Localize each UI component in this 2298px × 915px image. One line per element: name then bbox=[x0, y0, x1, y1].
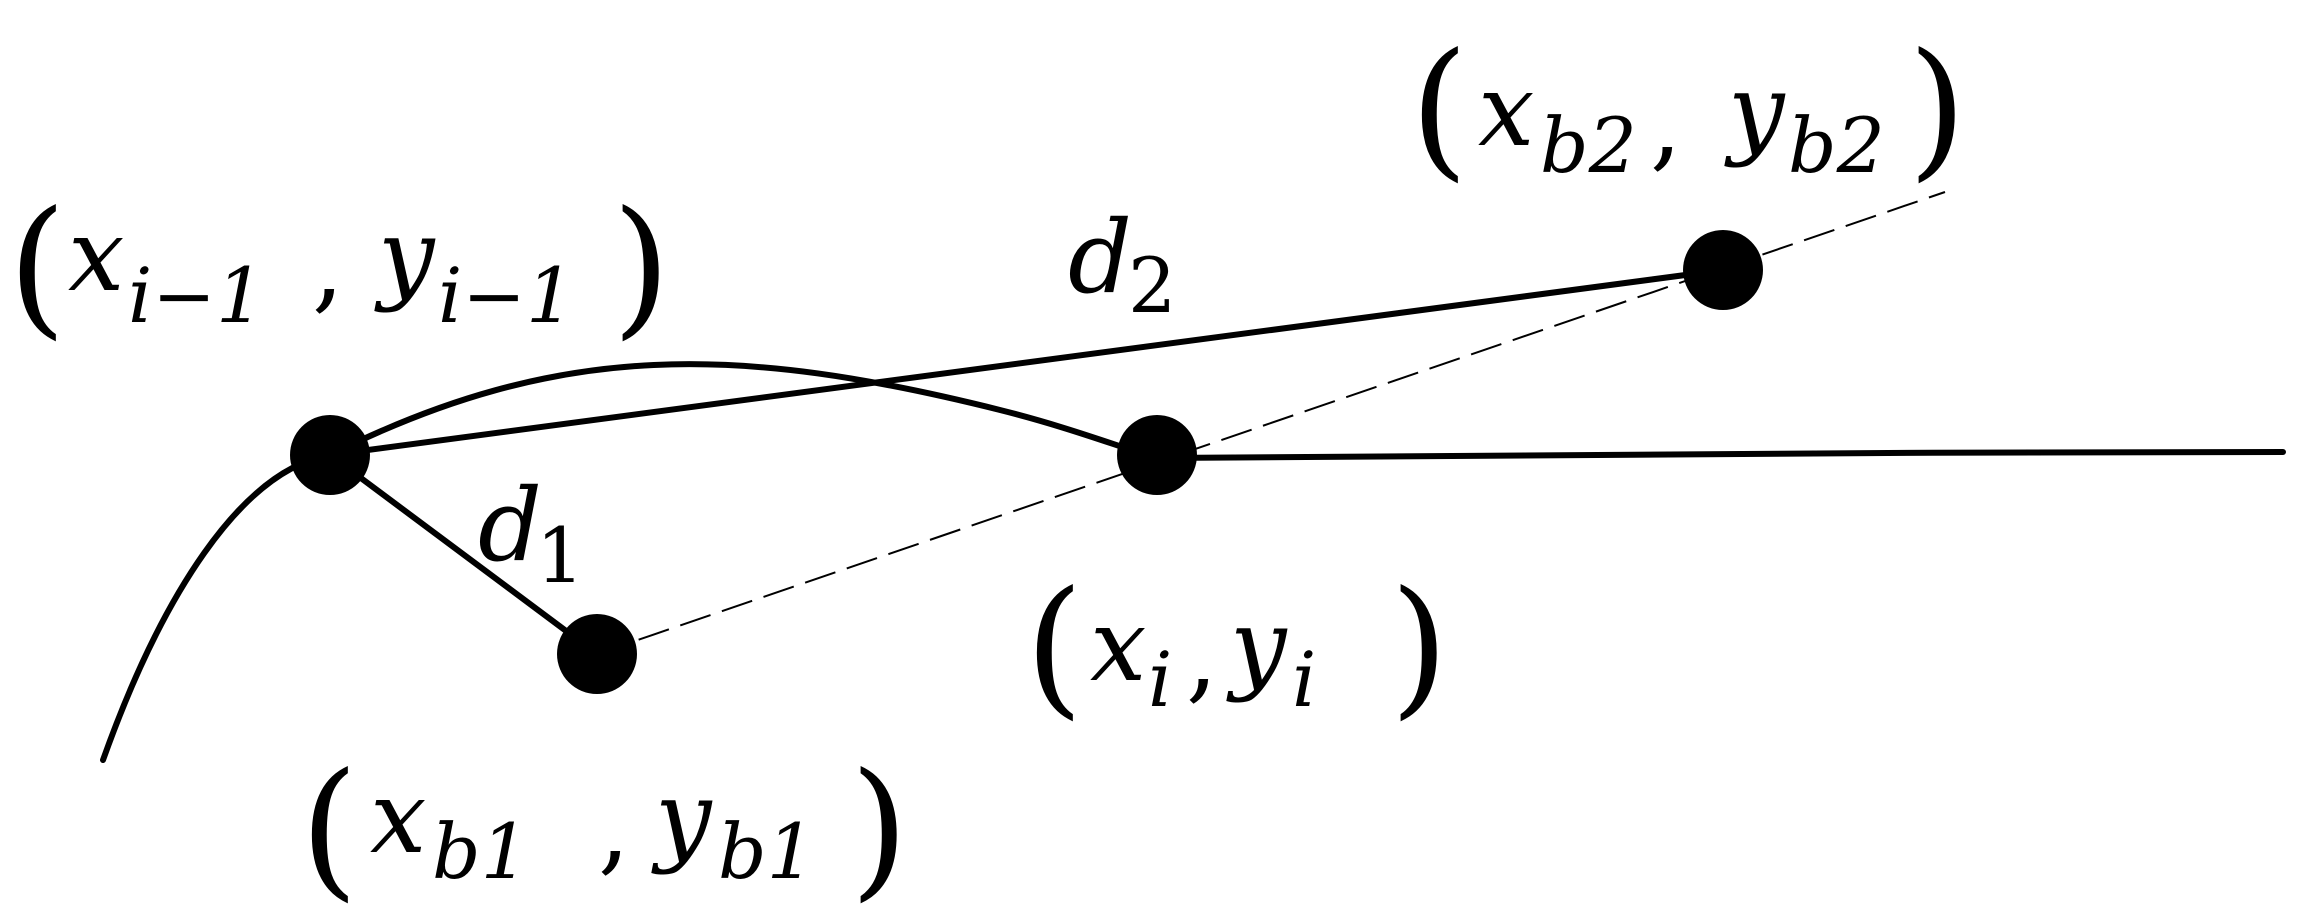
svg-text:x: x bbox=[68, 197, 124, 314]
svg-text:): ) bbox=[612, 180, 671, 354]
svg-text:x: x bbox=[1090, 587, 1146, 704]
point-prev bbox=[290, 415, 370, 495]
svg-text:d: d bbox=[478, 467, 542, 584]
point-i bbox=[1117, 415, 1197, 495]
svg-text:(: ( bbox=[1410, 22, 1469, 196]
svg-text:y: y bbox=[1226, 587, 1288, 704]
svg-text:,: , bbox=[1186, 597, 1218, 714]
svg-text:,: , bbox=[1650, 65, 1682, 182]
svg-text:i−1: i−1 bbox=[438, 251, 574, 340]
svg-text:,: , bbox=[598, 769, 630, 886]
label-d1: d 1 bbox=[478, 467, 584, 600]
svg-text:i: i bbox=[1148, 635, 1172, 724]
svg-text:): ) bbox=[1908, 22, 1967, 196]
label-point-b1: ( x b1 , y b1 ) bbox=[300, 742, 909, 915]
point-b1 bbox=[557, 614, 637, 694]
svg-text:i−1: i−1 bbox=[128, 251, 264, 340]
svg-text:): ) bbox=[850, 742, 909, 915]
svg-text:b1: b1 bbox=[432, 807, 529, 896]
segment-d1 bbox=[327, 452, 600, 657]
svg-text:b2: b2 bbox=[1788, 101, 1885, 190]
svg-text:b1: b1 bbox=[718, 807, 815, 896]
svg-text:2: 2 bbox=[1128, 241, 1176, 330]
svg-text:x: x bbox=[370, 759, 426, 876]
svg-text:(: ( bbox=[300, 742, 359, 915]
svg-text:): ) bbox=[1390, 560, 1449, 734]
label-point-prev: ( x i−1 , y i−1 ) bbox=[8, 180, 671, 354]
segment-d2 bbox=[327, 267, 1726, 458]
label-point-b2: ( x b2 , y b2 ) bbox=[1410, 22, 1967, 196]
svg-text:,: , bbox=[312, 207, 344, 324]
label-d2: d 2 bbox=[1068, 199, 1176, 330]
svg-text:d: d bbox=[1068, 199, 1132, 316]
dashed-line-b1-b2 bbox=[596, 191, 1946, 655]
label-point-i: ( x i , y i ) bbox=[1025, 560, 1449, 734]
svg-text:(: ( bbox=[8, 180, 67, 354]
svg-text:b2: b2 bbox=[1540, 101, 1637, 190]
svg-text:y: y bbox=[374, 197, 436, 314]
svg-text:x: x bbox=[1478, 52, 1534, 169]
svg-text:(: ( bbox=[1025, 560, 1084, 734]
svg-text:y: y bbox=[1724, 52, 1786, 169]
svg-text:i: i bbox=[1292, 635, 1316, 724]
trajectory-curve bbox=[100, 361, 2286, 763]
point-b2 bbox=[1683, 230, 1763, 310]
svg-text:y: y bbox=[651, 759, 713, 876]
svg-text:1: 1 bbox=[536, 511, 584, 600]
